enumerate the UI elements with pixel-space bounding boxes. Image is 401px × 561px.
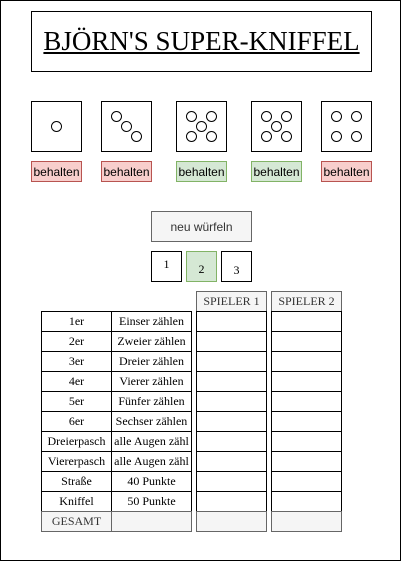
row-desc: alle Augen zähl (111, 451, 192, 472)
die-pip (121, 121, 132, 132)
total-cell (271, 511, 342, 532)
die-1[interactable] (31, 101, 82, 152)
score-cell-p2[interactable] (271, 451, 342, 472)
row-name: Viererpasch (41, 451, 112, 472)
die-pip (51, 121, 62, 132)
hold-button-2[interactable]: behalten (101, 161, 152, 182)
die-pip (196, 121, 207, 132)
score-cell-p1[interactable] (196, 411, 267, 432)
die-2[interactable] (101, 101, 152, 152)
die-4[interactable] (251, 101, 302, 152)
die-pip (130, 130, 142, 142)
row-name: 5er (41, 391, 112, 412)
row-name: Straße (41, 471, 112, 492)
row-desc: Einser zählen (111, 311, 192, 332)
score-cell-p1[interactable] (196, 451, 267, 472)
die-pip (350, 130, 362, 142)
row-name: 2er (41, 331, 112, 352)
title-box: BJÖRN'S SUPER-KNIFFEL (31, 11, 372, 72)
roll-button[interactable]: neu würfeln (151, 211, 252, 242)
score-cell-p2[interactable] (271, 491, 342, 512)
score-cell-p1[interactable] (196, 311, 267, 332)
die-pip (186, 111, 198, 123)
score-cell-p1[interactable] (196, 391, 267, 412)
row-desc: Vierer zählen (111, 371, 192, 392)
score-cell-p2[interactable] (271, 471, 342, 492)
die-pip (331, 111, 343, 123)
turn-label-3: 3 (233, 263, 240, 277)
score-cell-p2[interactable] (271, 371, 342, 392)
score-cell-p1[interactable] (196, 351, 267, 372)
total-cell (196, 511, 267, 532)
die-5[interactable] (321, 101, 372, 152)
page-title: BJÖRN'S SUPER-KNIFFEL (43, 26, 360, 56)
die-pip (280, 130, 292, 142)
total-label: GESAMT (41, 511, 112, 532)
turn-indicator-1: 1 (151, 251, 182, 282)
row-name: 1er (41, 311, 112, 332)
score-cell-p1[interactable] (196, 431, 267, 452)
row-desc: Sechser zählen (111, 411, 192, 432)
die-pip (331, 130, 343, 142)
row-name: Kniffel (41, 491, 112, 512)
score-cell-p1[interactable] (196, 491, 267, 512)
die-pip (205, 111, 217, 123)
score-cell-p1[interactable] (196, 331, 267, 352)
row-desc: Dreier zählen (111, 351, 192, 372)
turn-indicator-2: 2 (186, 251, 217, 282)
row-desc: 40 Punkte (111, 471, 192, 492)
turn-label-1: 1 (163, 257, 170, 271)
score-cell-p2[interactable] (271, 331, 342, 352)
player-2-header: SPIELER 2 (271, 291, 342, 312)
die-pip (111, 111, 123, 123)
score-cell-p1[interactable] (196, 371, 267, 392)
turn-label-2: 2 (198, 262, 205, 276)
die-pip (280, 111, 292, 123)
row-desc: Zweier zählen (111, 331, 192, 352)
die-pip (205, 130, 217, 142)
row-desc: Fünfer zählen (111, 391, 192, 412)
die-pip (261, 111, 273, 123)
score-cell-p2[interactable] (271, 391, 342, 412)
score-cell-p1[interactable] (196, 471, 267, 492)
die-pip (186, 130, 198, 142)
die-pip (271, 121, 282, 132)
row-desc: alle Augen zähl (111, 431, 192, 452)
hold-button-1[interactable]: behalten (31, 161, 82, 182)
die-pip (350, 111, 362, 123)
hold-button-5[interactable]: behalten (321, 161, 372, 182)
hold-button-4[interactable]: behalten (251, 161, 302, 182)
row-name: Dreierpasch (41, 431, 112, 452)
row-desc: 50 Punkte (111, 491, 192, 512)
row-name: 3er (41, 351, 112, 372)
score-cell-p2[interactable] (271, 431, 342, 452)
score-cell-p2[interactable] (271, 311, 342, 332)
row-name: 6er (41, 411, 112, 432)
total-cell (111, 511, 192, 532)
hold-button-3[interactable]: behalten (176, 161, 227, 182)
die-pip (261, 130, 273, 142)
score-cell-p2[interactable] (271, 411, 342, 432)
turn-indicator-3: 3 (221, 251, 252, 282)
player-1-header: SPIELER 1 (196, 291, 267, 312)
row-name: 4er (41, 371, 112, 392)
score-cell-p2[interactable] (271, 351, 342, 372)
die-3[interactable] (176, 101, 227, 152)
